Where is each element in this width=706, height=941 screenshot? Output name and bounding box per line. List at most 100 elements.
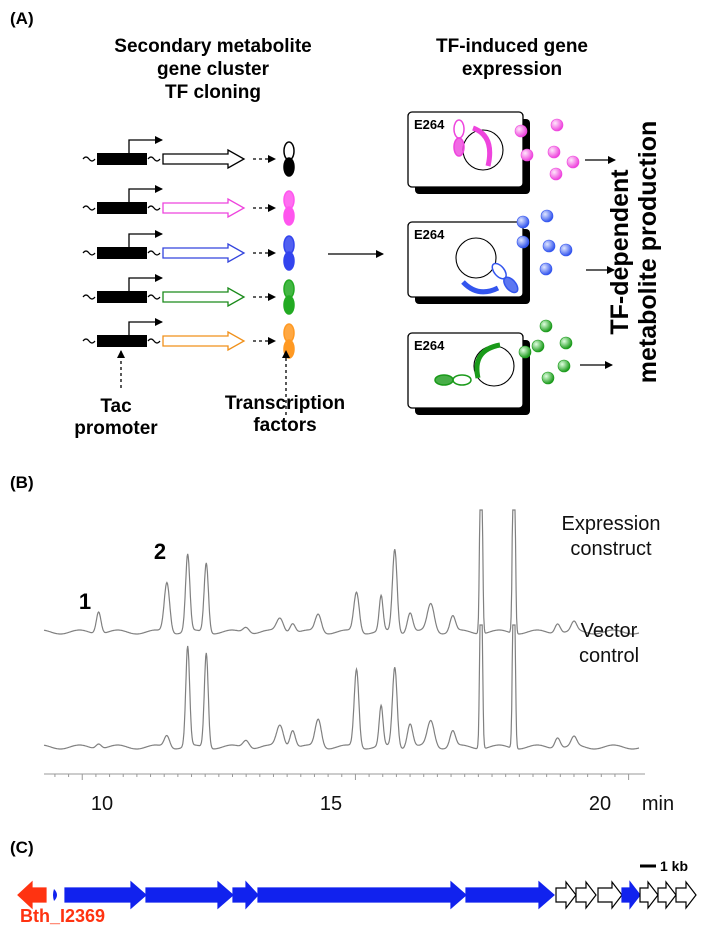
cell-strain-label: E264 [414, 338, 445, 353]
wavy-right [147, 250, 161, 256]
x-axis-minor-ticks [54, 774, 630, 780]
metabolite-ball [559, 243, 573, 257]
trace-vector-control [43, 624, 640, 750]
cell-tf-protein [491, 262, 519, 294]
construct-row [82, 185, 295, 226]
tf-label-line-1: Transcription [225, 393, 345, 414]
gene-arrow-white [597, 880, 623, 910]
cell-tf-bottom [453, 137, 465, 157]
gene-arrow-blue [64, 880, 147, 910]
cell: E264 [407, 111, 616, 194]
tf-protein-bottom [283, 295, 295, 315]
side-label: TF-dependent metabolite production [606, 121, 662, 384]
metabolite-ball [541, 371, 555, 385]
gene-label: Bth_I2369 [20, 906, 105, 926]
metabolite-ball [557, 359, 571, 373]
transcription-start-arrow [128, 136, 163, 153]
tf-gene-arrow [162, 148, 246, 170]
gene-arrow-white [639, 880, 659, 910]
metabolite-ball [539, 262, 553, 276]
construct-rows [82, 136, 295, 359]
activation-arrow [474, 342, 501, 379]
side-label-line-2: metabolite production [634, 121, 662, 384]
tf-protein-bottom [283, 157, 295, 177]
x-tick-label-15: 15 [320, 793, 342, 815]
promoter-box [97, 291, 147, 303]
metabolite-ball [547, 145, 561, 159]
metabolite-ball [549, 167, 563, 181]
cell-tf-top [453, 119, 465, 139]
wavy-left [82, 205, 96, 211]
transcription-start-arrow [128, 185, 163, 202]
wavy-left [82, 338, 96, 344]
metabolite-ball [516, 235, 530, 249]
trace-label-top-line-2: construct [570, 538, 652, 560]
wavy-right [147, 338, 161, 344]
promoter-box [97, 153, 147, 165]
gene-arrow-blue [145, 880, 234, 910]
wavy-left [82, 156, 96, 162]
metabolite-ball [520, 148, 534, 162]
promoter-box [97, 202, 147, 214]
panel-a-label: (A) [10, 9, 34, 28]
cell-tf-protein [434, 374, 472, 386]
tf-gene-arrow [162, 242, 246, 264]
tf-protein-bottom [283, 251, 295, 271]
gene-arrow-blue [465, 880, 555, 910]
gene-fragment-blue [53, 889, 57, 901]
wavy-right [147, 156, 161, 162]
peak-label-2: 2 [154, 539, 166, 564]
gene-arrow-white [555, 880, 577, 910]
wavy-left [82, 250, 96, 256]
x-tick-label-10: 10 [91, 793, 113, 815]
heading-right: TF-induced gene expression [436, 36, 588, 80]
metabolite-ball [518, 345, 532, 359]
gene-arrow-blue [621, 880, 641, 910]
heading-left: Secondary metabolite gene cluster TF clo… [114, 36, 311, 103]
tf-gene-arrow [162, 286, 246, 308]
tac-label-line-1: Tac [100, 396, 132, 417]
construct-row [82, 274, 295, 315]
plasmid-circle [455, 237, 497, 279]
activation-arrow [471, 125, 493, 167]
trace-label-bottom-line-2: control [579, 645, 639, 667]
trace-expression-construct [43, 509, 640, 635]
chromatogram [43, 509, 645, 780]
trace-label-bottom-line-1: Vector [581, 620, 638, 642]
construct-row [82, 318, 295, 359]
activation-arrow [461, 280, 500, 295]
gene-arrow-red [17, 880, 47, 910]
transcription-start-arrow [128, 274, 163, 291]
wavy-right [147, 294, 161, 300]
tac-label: Tac promoter [74, 396, 158, 439]
tf-protein-bottom [283, 206, 295, 226]
metabolite-ball [566, 155, 580, 169]
gene-arrow-white [675, 880, 697, 910]
metabolite-ball [531, 339, 545, 353]
metabolite-ball [540, 209, 554, 223]
promoter-box [97, 335, 147, 347]
wavy-right [147, 205, 161, 211]
cell-box [407, 221, 524, 298]
cell-strain-label: E264 [414, 117, 445, 132]
construct-row [82, 136, 295, 177]
cell-box [407, 332, 524, 409]
cell: E264 [407, 319, 613, 415]
scale-bar-label: 1 kb [660, 858, 688, 874]
heading-left-line-3: TF cloning [165, 82, 261, 103]
peak-label-1: 1 [79, 589, 91, 614]
x-tick-label-20: 20 [589, 793, 611, 815]
tf-protein-bottom [283, 339, 295, 359]
tf-label-line-2: factors [253, 415, 316, 436]
trace-label-top-line-1: Expression [562, 513, 661, 535]
tf-label: Transcription factors [225, 393, 345, 436]
transcription-start-arrow [128, 230, 163, 247]
cell: E264 [407, 209, 615, 304]
gene-arrow-blue [232, 880, 259, 910]
x-axis-unit: min [642, 793, 674, 815]
x-tick-labels: 10 15 20 min [91, 793, 674, 815]
cell-strain-label: E264 [414, 227, 445, 242]
gene-track [17, 880, 697, 910]
tac-label-line-2: promoter [74, 418, 158, 439]
